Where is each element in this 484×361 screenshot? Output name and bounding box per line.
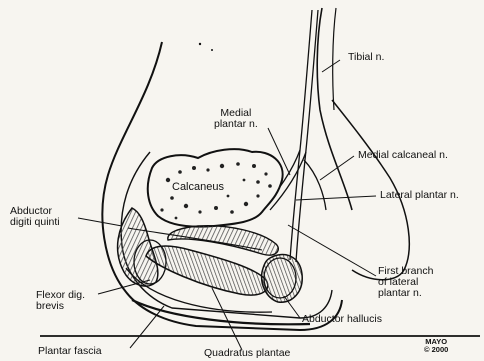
label-flexor-dig-brevis-line2: brevis bbox=[36, 301, 85, 312]
label-plantar-fascia: Plantar fascia bbox=[38, 346, 102, 357]
label-medial-plantar-n: Medial plantar n. bbox=[214, 108, 258, 130]
label-calcaneus: Calcaneus bbox=[172, 182, 224, 193]
label-lateral-plantar-n: Lateral plantar n. bbox=[380, 190, 459, 201]
tibia-outline bbox=[317, 8, 352, 210]
label-abductor-digiti-quinti: Abductor digiti quinti bbox=[10, 206, 60, 228]
label-first-branch-lateral-plantar-n: First branch of lateral plantar n. bbox=[378, 266, 433, 299]
specks bbox=[199, 43, 213, 51]
label-abductor-digiti-quinti-line2: digiti quinti bbox=[10, 217, 60, 228]
label-medial-calcaneal-n: Medial calcaneal n. bbox=[358, 150, 448, 161]
label-tibial-n: Tibial n. bbox=[348, 52, 384, 63]
label-quadratus-plantae: Quadratus plantae bbox=[204, 348, 290, 359]
label-flexor-dig-brevis: Flexor dig. brevis bbox=[36, 290, 85, 312]
label-first-branch-line3: plantar n. bbox=[378, 288, 433, 299]
mayo-credit-line2: © 2000 bbox=[424, 346, 448, 354]
mayo-credit: MAYO © 2000 bbox=[424, 338, 448, 354]
label-medial-plantar-n-line2: plantar n. bbox=[214, 119, 258, 130]
tibia-inner-line bbox=[333, 8, 336, 110]
label-abductor-hallucis: Abductor hallucis bbox=[302, 314, 382, 325]
